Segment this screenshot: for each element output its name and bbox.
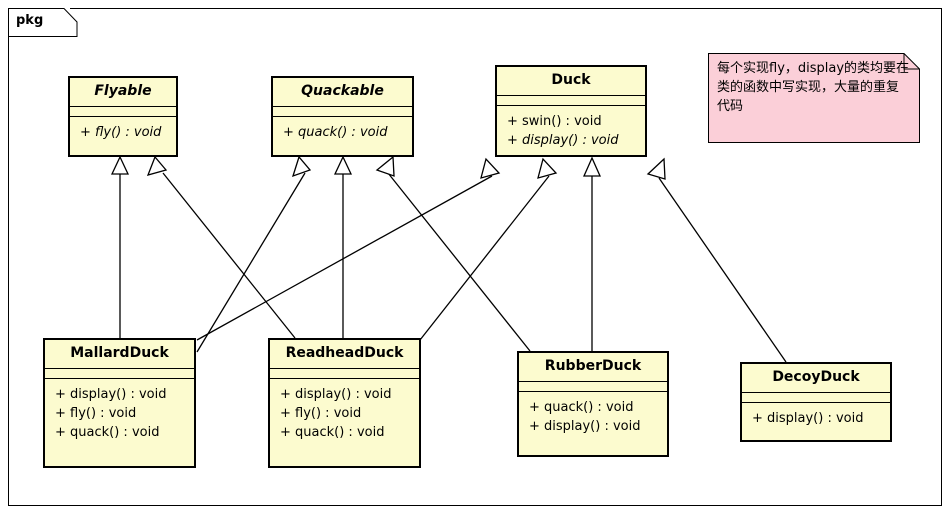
class-operations-quackable: + quack() : void bbox=[273, 117, 412, 148]
class-separator bbox=[497, 94, 645, 96]
class-box-flyable[interactable]: Flyable + fly() : void bbox=[68, 76, 178, 157]
class-name-quackable: Quackable bbox=[301, 83, 384, 99]
class-name-duck: Duck bbox=[551, 72, 591, 88]
arrowhead-duck-3 bbox=[582, 156, 602, 177]
operation-row: + fly() : void bbox=[55, 405, 137, 421]
class-separator bbox=[742, 391, 890, 393]
class-separator bbox=[273, 115, 412, 117]
arrowhead-duck-1 bbox=[480, 157, 501, 179]
operation-row: + display() : void bbox=[507, 132, 619, 148]
class-box-quackable[interactable]: Quackable + quack() : void bbox=[271, 76, 414, 157]
class-attributes-rubberduck bbox=[519, 382, 667, 391]
class-operations-decoyduck: + display() : void bbox=[742, 403, 890, 434]
class-operations-rubberduck: + quack() : void + display() : void bbox=[519, 392, 667, 442]
arrowhead-quackable-3 bbox=[375, 155, 395, 177]
link-mallardduck-duck bbox=[196, 175, 493, 341]
package-frame-notch-mask bbox=[9, 0, 70, 9]
link-readheadduck-flyable bbox=[162, 172, 296, 339]
arrowhead-quackable-2 bbox=[333, 155, 353, 175]
arrowhead-duck-2 bbox=[537, 157, 558, 179]
link-mallardduck-quackable bbox=[196, 172, 306, 353]
class-attributes-decoyduck bbox=[742, 393, 890, 402]
class-operations-readheadduck: + display() : void + fly() : void + quac… bbox=[270, 379, 419, 448]
operation-row: + quack() : void bbox=[283, 124, 388, 140]
link-readheadduck-duck bbox=[419, 175, 550, 341]
class-attributes-quackable bbox=[273, 107, 412, 116]
class-attributes-flyable bbox=[70, 107, 176, 116]
class-name-rubberduck: RubberDuck bbox=[544, 358, 642, 374]
class-separator bbox=[519, 390, 667, 392]
operation-row: + display() : void bbox=[280, 386, 392, 402]
arrowhead-duck-4 bbox=[646, 157, 666, 180]
class-name-decoyduck: DecoyDuck bbox=[772, 369, 860, 385]
note-shape bbox=[708, 53, 920, 143]
note-comment[interactable]: 每个实现fly，display的类均要在类的函数中写实现，大量的重复代码 bbox=[708, 53, 920, 143]
note-text: 每个实现fly，display的类均要在类的函数中写实现，大量的重复代码 bbox=[717, 61, 910, 114]
arrowhead-flyable-2 bbox=[146, 155, 168, 176]
operation-row: + display() : void bbox=[55, 386, 167, 402]
class-box-rubberduck[interactable]: RubberDuck + quack() : void + display() … bbox=[517, 351, 669, 457]
operation-row: + quack() : void bbox=[55, 425, 160, 440]
class-separator bbox=[70, 105, 176, 107]
operation-row: + quack() : void bbox=[280, 425, 385, 440]
package-tab-shape bbox=[8, 8, 78, 37]
class-operations-flyable: + fly() : void bbox=[70, 117, 176, 148]
operation-row: + swin() : void bbox=[507, 113, 602, 129]
operation-row: + display() : void bbox=[529, 418, 641, 434]
class-separator bbox=[497, 104, 645, 106]
class-box-duck[interactable]: Duck + swin() : void + display() : void bbox=[495, 65, 647, 157]
class-attributes-readheadduck bbox=[270, 369, 419, 378]
class-separator bbox=[45, 367, 194, 369]
class-separator bbox=[270, 377, 419, 379]
arrowhead-quackable-1 bbox=[291, 155, 312, 178]
operation-row: + display() : void bbox=[752, 410, 864, 426]
class-separator bbox=[273, 105, 412, 107]
class-separator bbox=[45, 377, 194, 379]
class-separator bbox=[270, 367, 419, 369]
package-label: pkg bbox=[16, 13, 44, 28]
class-operations-mallardduck: + display() : void + fly() : void + quac… bbox=[45, 379, 194, 448]
package-frame bbox=[8, 8, 942, 506]
operation-row: + quack() : void bbox=[529, 399, 634, 415]
class-name-flyable: Flyable bbox=[94, 83, 152, 99]
link-decoyduck-duck bbox=[658, 177, 787, 363]
class-attributes-duck bbox=[497, 96, 645, 105]
class-separator bbox=[70, 115, 176, 117]
class-name-mallardduck: MallardDuck bbox=[70, 345, 169, 361]
class-name-readheadduck: ReadheadDuck bbox=[285, 345, 404, 361]
class-attributes-mallardduck bbox=[45, 369, 194, 378]
class-separator bbox=[519, 380, 667, 382]
class-box-decoyduck[interactable]: DecoyDuck + display() : void bbox=[740, 362, 892, 442]
operation-row: + fly() : void bbox=[280, 405, 362, 421]
class-separator bbox=[742, 401, 890, 403]
link-rubberduck-quackable bbox=[387, 172, 531, 352]
class-box-readheadduck[interactable]: ReadheadDuck + display() : void + fly() … bbox=[268, 338, 421, 468]
class-box-mallardduck[interactable]: MallardDuck + display() : void + fly() :… bbox=[43, 338, 196, 468]
operation-row: + fly() : void bbox=[80, 124, 162, 140]
arrowhead-flyable-1 bbox=[110, 155, 130, 175]
class-operations-duck: + swin() : void + display() : void bbox=[497, 106, 645, 156]
